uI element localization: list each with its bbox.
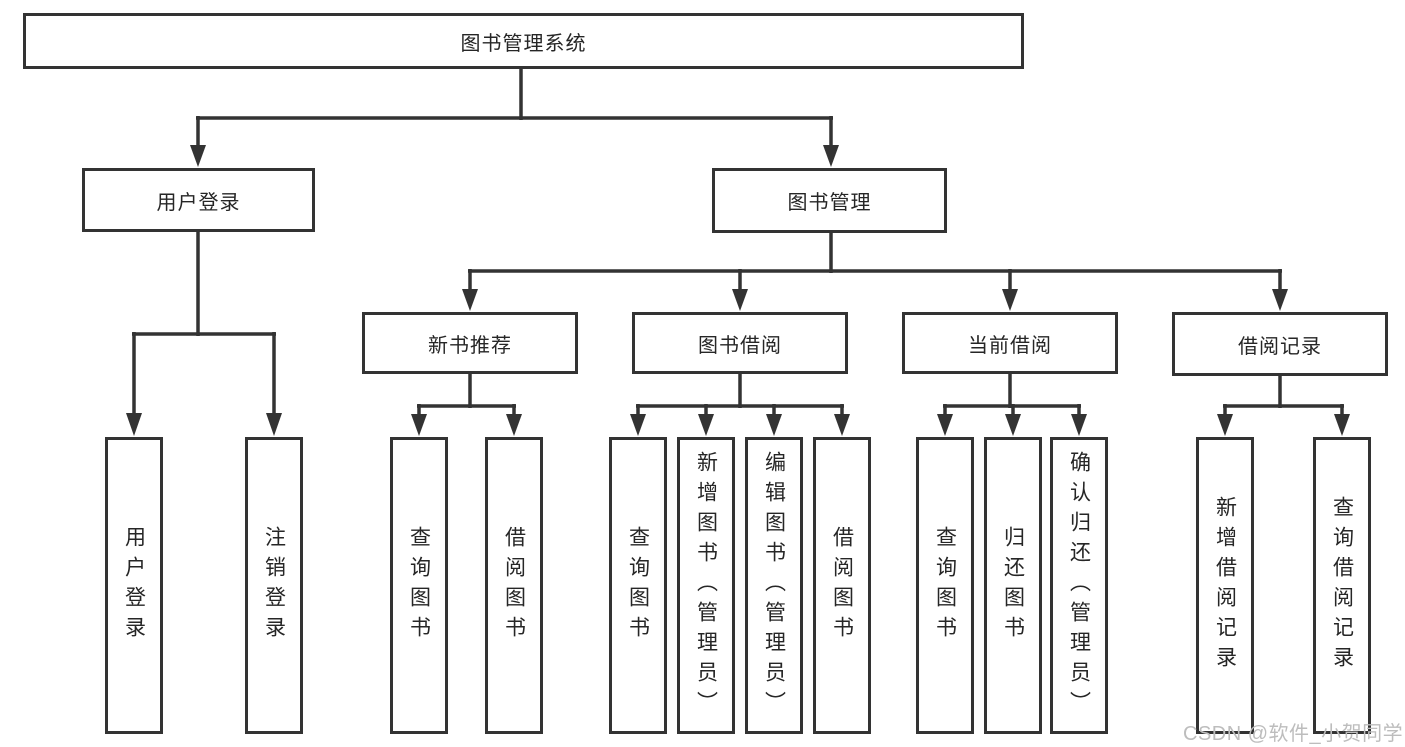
leaf-label: 查询图书 xyxy=(407,525,431,646)
leaf-label: 新增图书（管理员） xyxy=(694,450,718,721)
node-current-borrow: 当前借阅 xyxy=(902,312,1118,374)
node-borrow-records: 借阅记录 xyxy=(1172,312,1388,376)
node-new-books: 新书推荐 xyxy=(362,312,578,374)
leaf-label: 编辑图书（管理员） xyxy=(762,450,786,721)
node-user-login: 用户登录 xyxy=(82,168,315,232)
leaf-logout: 注销登录 xyxy=(245,437,303,734)
leaf-label: 归还图书 xyxy=(1001,525,1025,646)
connector-current-borrow-children xyxy=(937,374,1087,436)
node-book-borrow: 图书借阅 xyxy=(632,312,848,374)
leaf-label: 注销登录 xyxy=(262,525,286,646)
csdn-watermark: CSDN @软件_小贺同学 xyxy=(1183,723,1404,745)
connector-user-login-children xyxy=(126,232,282,436)
node-book-borrow-label: 图书借阅 xyxy=(698,334,782,357)
leaf-query-books-recommend: 查询图书 xyxy=(390,437,448,734)
leaf-query-books-borrow: 查询图书 xyxy=(609,437,667,734)
leaf-label: 用户登录 xyxy=(122,525,146,646)
leaf-borrow-books-recommend: 借阅图书 xyxy=(485,437,543,734)
connector-book-mgmt-children xyxy=(462,233,1288,311)
leaf-label: 新增借阅记录 xyxy=(1213,495,1237,676)
leaf-label: 确认归还（管理员） xyxy=(1067,450,1091,721)
leaf-query-books-current: 查询图书 xyxy=(916,437,974,734)
leaf-label: 借阅图书 xyxy=(830,525,854,646)
leaf-add-borrow-record: 新增借阅记录 xyxy=(1196,437,1254,734)
leaf-user-login: 用户登录 xyxy=(105,437,163,734)
leaf-return-books: 归还图书 xyxy=(984,437,1042,734)
node-root-label: 图书管理系统 xyxy=(460,32,587,55)
node-user-login-label: 用户登录 xyxy=(156,191,241,214)
leaf-query-borrow-record: 查询借阅记录 xyxy=(1313,437,1371,734)
leaf-label: 查询图书 xyxy=(626,525,650,646)
node-new-books-label: 新书推荐 xyxy=(428,334,512,357)
node-book-mgmt-label: 图书管理 xyxy=(787,192,872,214)
node-borrow-records-label: 借阅记录 xyxy=(1238,335,1322,358)
node-current-borrow-label: 当前借阅 xyxy=(968,334,1052,357)
leaf-label: 查询图书 xyxy=(933,525,957,646)
connector-borrow-records-children xyxy=(1217,376,1350,436)
leaf-label: 查询借阅记录 xyxy=(1330,495,1354,676)
node-book-mgmt: 图书管理 xyxy=(712,168,947,233)
leaf-confirm-return-admin: 确认归还（管理员） xyxy=(1050,437,1108,734)
connector-new-books-children xyxy=(411,374,522,436)
node-root: 图书管理系统 xyxy=(23,13,1024,69)
leaf-edit-books-admin: 编辑图书（管理员） xyxy=(745,437,803,734)
connector-root-to-level2 xyxy=(190,68,839,167)
leaf-borrow-books: 借阅图书 xyxy=(813,437,871,734)
leaf-add-books-admin: 新增图书（管理员） xyxy=(677,437,735,734)
connector-book-borrow-children xyxy=(630,374,850,436)
leaf-label: 借阅图书 xyxy=(502,525,526,646)
